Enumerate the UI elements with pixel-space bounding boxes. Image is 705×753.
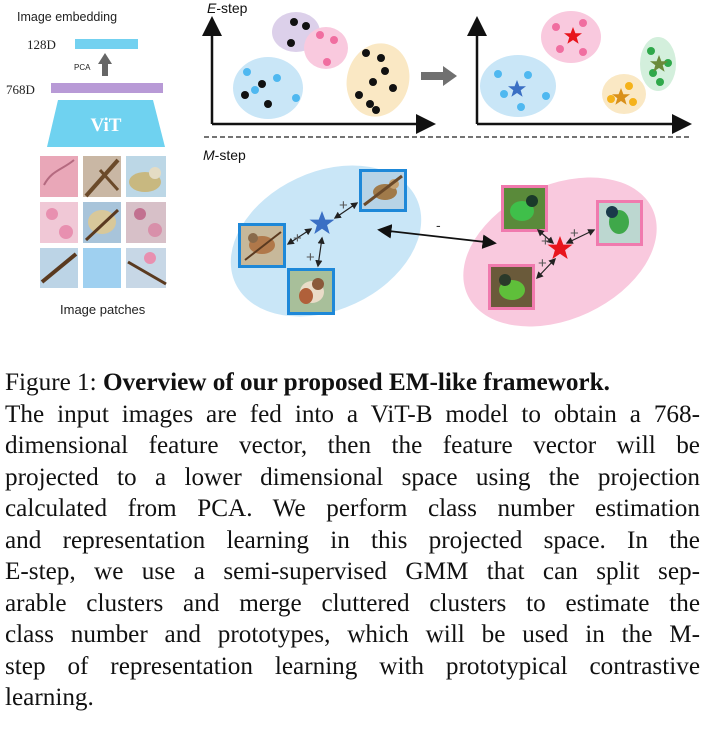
mstep-label: M-step <box>203 147 246 163</box>
orange-prototype-star <box>612 88 630 105</box>
pull-connector <box>315 236 325 268</box>
caption-line: step of representation learning with pro… <box>5 652 700 680</box>
caption-line: and representation learning in this proj… <box>5 526 700 554</box>
caption-line: Figure 1: Overview of our proposed EM-li… <box>5 367 700 399</box>
caption-line: The input images are fed into a ViT-B mo… <box>5 400 700 428</box>
dim-128-label: 128D <box>27 37 56 52</box>
caption-line: arable clusters and merge cluttered clus… <box>5 589 700 617</box>
bird-image-blue-2 <box>238 223 286 268</box>
up-arrow-icon <box>98 53 112 76</box>
bird-image-pink-2 <box>596 200 643 246</box>
vit-label: ViT <box>91 115 122 136</box>
dim-768-label: 768D <box>6 82 35 97</box>
estep-label: E-step <box>207 0 248 16</box>
embedding-128-bar <box>75 39 138 49</box>
caption-line: class number and prototypes, which will … <box>5 621 700 648</box>
blue-mstep-prototype-star <box>309 211 335 234</box>
plus-sign: + <box>293 230 302 247</box>
yellow-cluster-left <box>346 43 410 117</box>
embedding-title: Image embedding <box>17 10 117 24</box>
image-patch <box>83 248 121 288</box>
plus-sign: + <box>339 197 348 214</box>
blue-cluster-left <box>233 57 303 119</box>
estep-panel: E-step <box>202 0 692 134</box>
bird-image-blue-3 <box>287 268 335 315</box>
image-patch <box>40 202 78 243</box>
green-prototype-star <box>650 55 668 72</box>
red-mstep-prototype-star <box>547 236 573 259</box>
caption-line: dimensional feature vector, then the fea… <box>5 432 700 459</box>
plus-sign: + <box>541 233 550 250</box>
yellow-cluster-right <box>602 74 646 114</box>
caption-line: E-step, we use a semi-supervised GMM tha… <box>5 558 700 585</box>
blue-prototype-star <box>508 80 526 97</box>
caption-line: calculated from PCA. We perform class nu… <box>5 495 700 522</box>
embedding-768-bar <box>51 83 163 93</box>
pca-label: PCA <box>74 63 91 72</box>
mstep-panel: M-step + <box>203 147 657 327</box>
estep-transition-arrow <box>421 66 457 86</box>
bird-image-pink-3 <box>488 264 535 310</box>
bird-image-blue-1 <box>359 169 407 212</box>
left-panel: Image embedding 128D PCA 768D ViT <box>6 10 167 317</box>
vit-block: ViT <box>47 100 165 147</box>
figure-diagram: Image embedding 128D PCA 768D ViT <box>0 0 705 345</box>
caption-line: projected to a lower dimensional space u… <box>5 463 700 491</box>
pull-connector <box>536 257 556 280</box>
caption-title: Overview of our proposed EM-like framewo… <box>102 369 610 396</box>
plus-sign: + <box>306 249 315 266</box>
minus-sign: - <box>436 217 441 233</box>
caption-line: learning. <box>5 684 94 711</box>
figure-caption: Figure 1: Overview of our proposed EM-li… <box>5 367 700 714</box>
image-patch <box>126 202 166 243</box>
pull-connector <box>333 202 359 219</box>
caption-prefix: Figure 1: <box>5 369 103 396</box>
pull-connector <box>565 229 596 244</box>
estep-left-points <box>241 18 397 114</box>
pull-connector <box>536 229 555 244</box>
bird-image-pink-1 <box>501 185 548 232</box>
repel-arrow <box>377 224 497 249</box>
estep-right-points <box>494 19 672 111</box>
plus-sign: + <box>538 255 547 272</box>
estep-prototype-stars <box>508 27 668 105</box>
image-patches-grid <box>40 156 167 288</box>
patches-label: Image patches <box>60 302 146 317</box>
pull-connector <box>286 228 313 245</box>
plus-sign: + <box>570 225 579 242</box>
red-prototype-star <box>564 27 582 44</box>
